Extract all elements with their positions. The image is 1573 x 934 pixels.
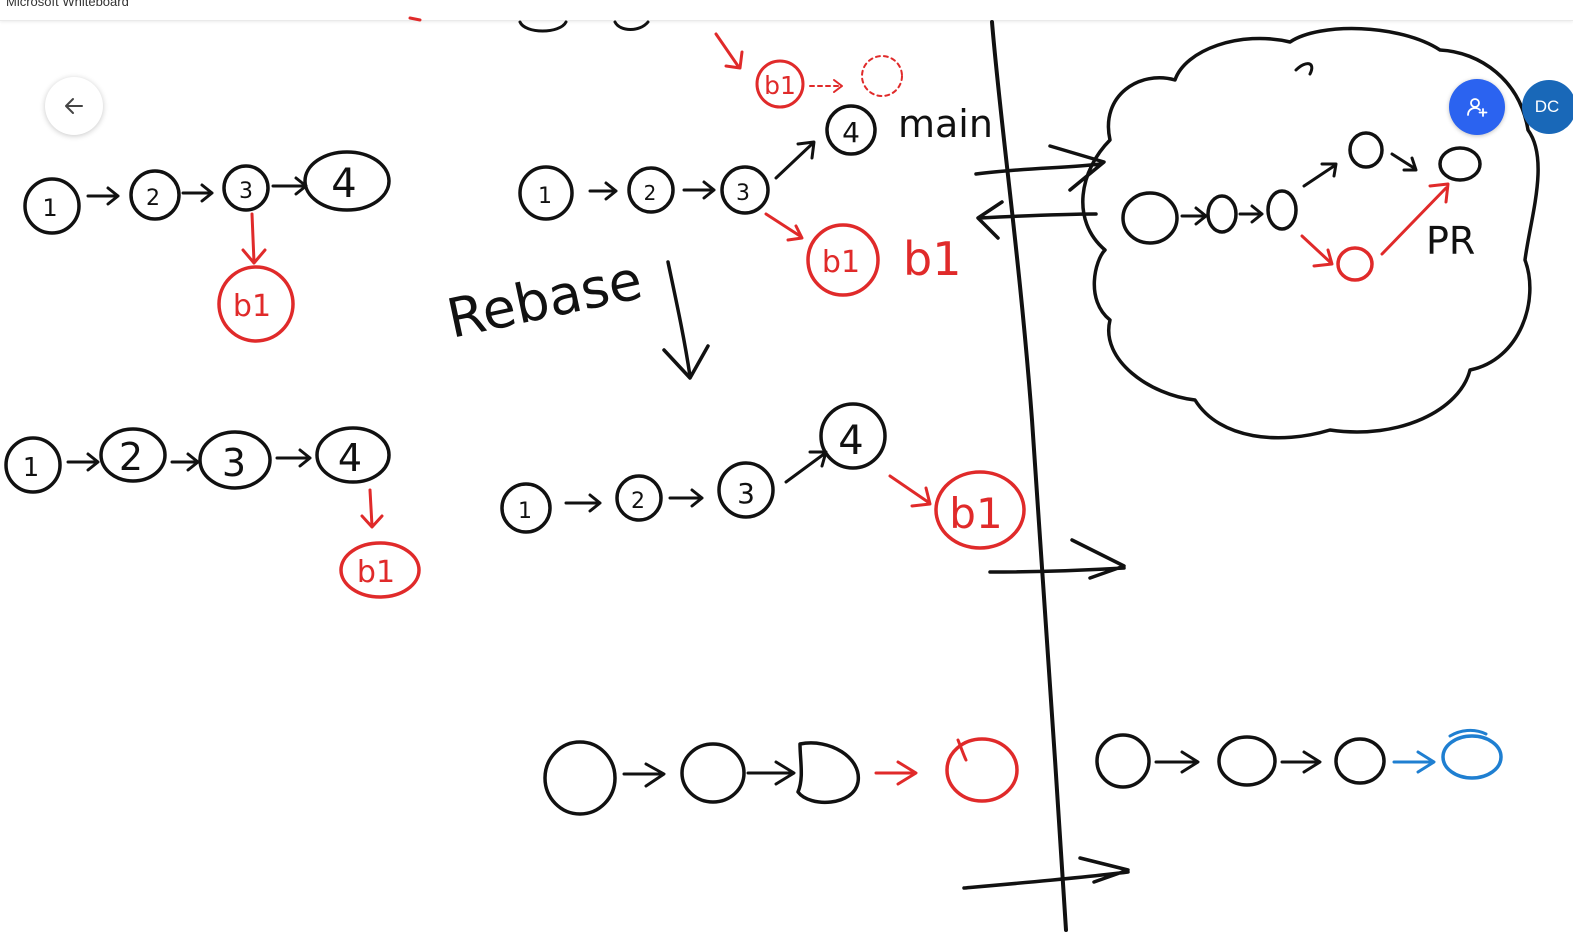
commit-label: 1 (518, 499, 532, 524)
commit-node (99, 427, 167, 483)
commit-node (680, 742, 746, 804)
sync-arrows (962, 144, 1130, 890)
rebase-arrow (662, 260, 710, 380)
commit-node (717, 461, 775, 519)
invite-button[interactable] (1449, 79, 1505, 135)
branch-label-b1: b1 (903, 232, 961, 286)
rebase-label: Rebase (442, 248, 648, 351)
commit-node (339, 541, 421, 599)
branch-label-main: main (898, 102, 993, 146)
commit-node (500, 482, 552, 534)
commit-node (615, 474, 663, 522)
commit-node (217, 265, 295, 343)
commit-label: 2 (119, 435, 143, 479)
commit-label: b1 (949, 489, 1002, 538)
commit-node (1334, 737, 1386, 785)
commit-label: b1 (233, 289, 271, 324)
commit-label: 3 (239, 179, 253, 204)
commit-node (861, 55, 903, 97)
divider-line (990, 20, 1068, 932)
diagram-branch-before: 1 2 3 4 b1 (23, 150, 391, 343)
user-avatar[interactable]: DC (1522, 80, 1573, 134)
commit-label: b1 (822, 245, 860, 280)
commit-label: b1 (764, 71, 796, 100)
commit-label: 4 (338, 436, 362, 480)
commit-node (198, 430, 272, 490)
arrow-left-icon (65, 98, 83, 114)
remote-cloud: PR (1081, 26, 1540, 440)
commit-label: b1 (357, 555, 395, 590)
commit-node (720, 165, 770, 215)
commit-node (1095, 733, 1151, 789)
title-bar: Microsoft Whiteboard (0, 0, 1573, 21)
commit-node (1206, 194, 1238, 234)
user-initials: DC (1534, 97, 1560, 116)
commit-node (315, 426, 391, 484)
diagram-branch-after: 1 2 3 4 b1 (4, 426, 421, 599)
commit-node (1348, 131, 1384, 169)
commit-label: 4 (838, 418, 863, 464)
commit-label: 2 (631, 489, 645, 514)
commit-node (825, 104, 877, 156)
commit-node (945, 737, 1019, 803)
top-partial-strokes: b1 (408, 16, 903, 109)
diagram-local-plain (543, 737, 1019, 816)
commit-node (222, 164, 270, 212)
commit-label: 2 (644, 181, 657, 205)
commit-node (755, 59, 805, 109)
diagram-rebase-before: 1 2 3 4 main b1 b1 (518, 102, 993, 297)
commit-node (806, 223, 880, 297)
commit-node (543, 740, 617, 816)
diagram-remote-plain (1095, 728, 1503, 789)
commit-node (934, 470, 1026, 550)
commit-label: 3 (736, 181, 750, 206)
commit-node (1266, 189, 1298, 231)
commit-node (1121, 191, 1179, 245)
commit-label: 3 (222, 441, 246, 485)
app-title: Microsoft Whiteboard (6, 0, 129, 9)
commit-node (129, 169, 181, 221)
diagram-rebase-after: 1 2 3 4 b1 (500, 402, 1026, 550)
commit-node (1438, 146, 1482, 182)
back-button[interactable] (45, 77, 103, 135)
commit-label: 1 (23, 453, 40, 483)
commit-node (819, 402, 887, 470)
person-add-icon (1467, 98, 1488, 117)
commit-node (1441, 734, 1503, 780)
commit-label: 4 (331, 161, 356, 207)
commit-node (4, 436, 62, 494)
commit-label: 1 (538, 184, 552, 209)
commit-node (796, 741, 860, 805)
commit-node (1217, 735, 1277, 787)
commit-node (627, 166, 675, 214)
commit-label: 2 (146, 186, 160, 211)
commit-label: 4 (842, 116, 860, 149)
commit-node (1336, 246, 1374, 282)
commit-label: 3 (737, 477, 755, 510)
commit-label: 1 (42, 194, 57, 222)
commit-node (518, 165, 574, 221)
pr-label: PR (1426, 219, 1475, 263)
commit-node (303, 150, 391, 212)
commit-node (23, 177, 81, 235)
